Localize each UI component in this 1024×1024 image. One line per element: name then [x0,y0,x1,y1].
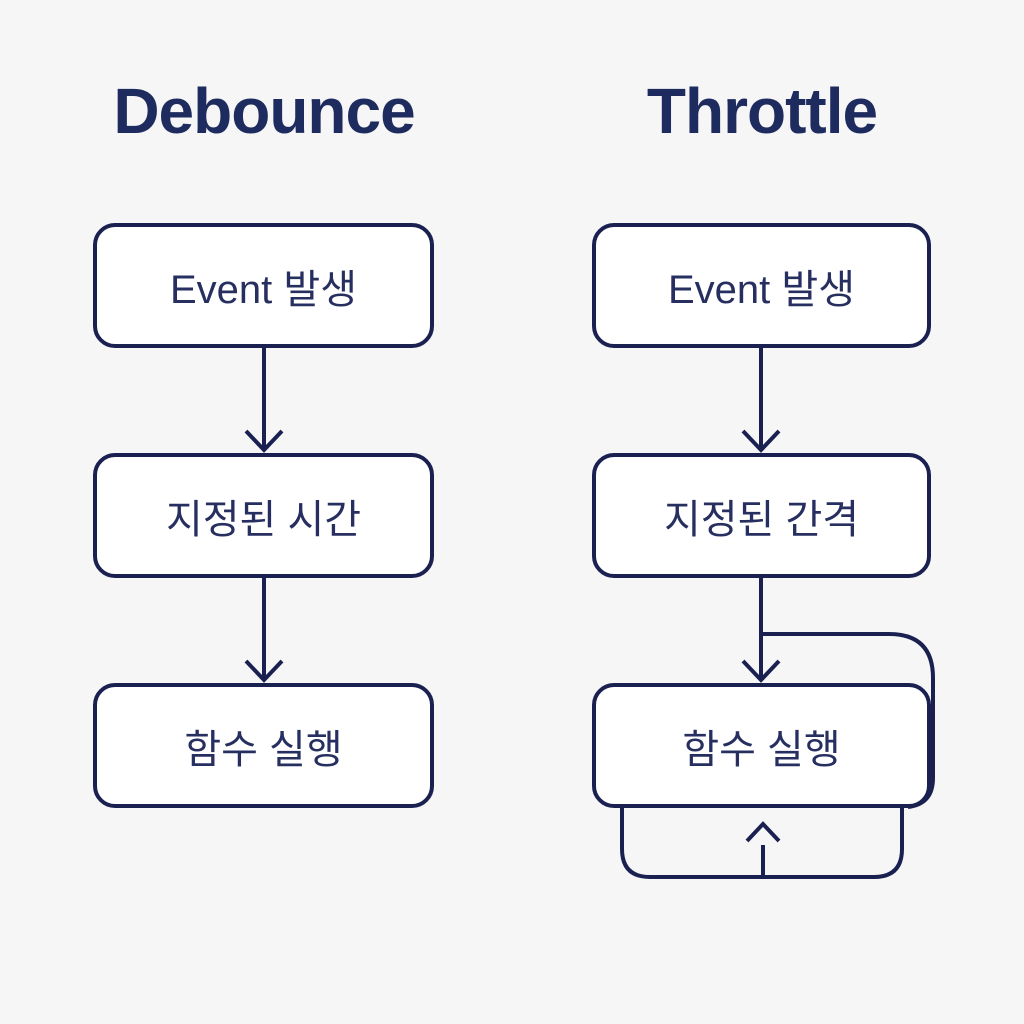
debounce-box-wait-time-label: 지정된 시간 [165,497,362,542]
debounce-box-event-label: Event 발생 [170,267,357,312]
throttle-box-execute-label: 함수 실행 [682,727,841,772]
throttle-box-event: Event 발생 [592,223,931,348]
debounce-title: Debounce [113,75,415,147]
throttle-title: Throttle [646,75,878,147]
debounce-box-execute: 함수 실행 [93,683,434,808]
debounce-arrow-2-head [244,659,284,683]
throttle-box-execute: 함수 실행 [592,683,931,808]
debounce-arrow-1-head [244,429,284,453]
debounce-box-event: Event 발생 [93,223,434,348]
throttle-arrow-2-head [741,659,781,683]
debounce-box-wait-time: 지정된 시간 [93,453,434,578]
throttle-box-interval-label: 지정된 간격 [663,497,860,542]
debounce-box-execute-label: 함수 실행 [184,727,343,772]
throttle-loop-uparrow-head [745,821,781,843]
throttle-box-event-label: Event 발생 [668,267,855,312]
throttle-box-interval: 지정된 간격 [592,453,931,578]
throttle-arrow-1-head [741,429,781,453]
